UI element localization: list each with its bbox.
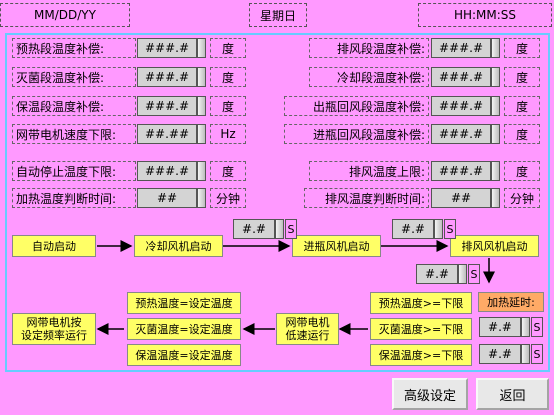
steril-ge-box: 灭菌温度>=下限 [370, 318, 472, 340]
delay5-unit: S [531, 344, 543, 364]
advanced-settings-button[interactable]: 高级设定 [392, 378, 468, 410]
param-value-8[interactable]: ###.# [431, 96, 491, 116]
keep-ge-box: 保温温度>=下限 [370, 344, 472, 366]
param-value-4[interactable]: ###.# [137, 161, 197, 181]
param-unit-7: 度 [504, 67, 540, 87]
param-unit-4: 度 [210, 161, 246, 181]
param-label-10: 排风温度上限: [309, 161, 429, 181]
keep-eq-box: 保温温度=设定温度 [127, 344, 241, 366]
main-panel [5, 33, 550, 372]
auto-start-box: 自动启动 [12, 235, 96, 257]
param-unit-11: 分钟 [504, 188, 540, 208]
param-knob-5[interactable] [197, 188, 206, 208]
param-label-2: 保温段温度补偿: [12, 96, 136, 116]
param-unit-6: 度 [504, 38, 540, 58]
param-label-8: 出瓶回风段温度补偿: [284, 96, 429, 116]
param-label-5: 加热温度判断时间: [12, 188, 136, 208]
delay5-knob[interactable] [521, 344, 530, 364]
param-label-7: 冷却段温度补偿: [309, 67, 429, 87]
param-knob-6[interactable] [491, 38, 500, 58]
param-knob-4[interactable] [197, 161, 206, 181]
exhaust-fan-box: 排风风机启动 [450, 235, 539, 257]
delay1-unit: S [285, 219, 297, 239]
param-value-6[interactable]: ###.# [431, 38, 491, 58]
param-value-1[interactable]: ###.# [137, 67, 197, 87]
param-label-11: 排风温度判断时间: [304, 188, 429, 208]
delay4-knob[interactable] [521, 317, 530, 337]
belt-set-box: 网带电机按 设定频率运行 [12, 313, 96, 345]
delay2-knob[interactable] [434, 219, 443, 239]
param-label-9: 进瓶回风段温度补偿: [284, 124, 429, 144]
param-knob-2[interactable] [197, 96, 206, 116]
preheat-ge-box: 预热温度>=下限 [370, 292, 472, 314]
delay3-knob[interactable] [458, 264, 467, 284]
delay2-value[interactable]: #.# [392, 219, 434, 239]
weekday-display: 星期日 [249, 3, 307, 27]
delay1-value[interactable]: #.# [233, 219, 275, 239]
param-unit-1: 度 [210, 67, 246, 87]
delay1-knob[interactable] [275, 219, 284, 239]
time-display: HH:MM:SS [418, 3, 552, 27]
param-knob-7[interactable] [491, 67, 500, 87]
param-knob-0[interactable] [197, 38, 206, 58]
param-knob-11[interactable] [491, 188, 500, 208]
delay5-value[interactable]: #.# [479, 344, 521, 364]
param-label-3: 网带电机速度下限: [12, 124, 136, 144]
back-button[interactable]: 返回 [476, 378, 549, 410]
delay4-value[interactable]: #.# [479, 317, 521, 337]
delay4-unit: S [531, 317, 543, 337]
param-knob-8[interactable] [491, 96, 500, 116]
param-value-0[interactable]: ###.# [137, 38, 197, 58]
delay3-value[interactable]: #.# [416, 264, 458, 284]
param-unit-0: 度 [210, 38, 246, 58]
belt-low-box: 网带电机 低速运行 [276, 313, 339, 345]
delay2-unit: S [444, 219, 456, 239]
param-value-7[interactable]: ###.# [431, 67, 491, 87]
param-knob-10[interactable] [491, 161, 500, 181]
param-unit-2: 度 [210, 96, 246, 116]
param-value-2[interactable]: ###.# [137, 96, 197, 116]
param-label-4: 自动停止温度下限: [12, 161, 136, 181]
param-value-5[interactable]: ## [137, 188, 197, 208]
param-value-9[interactable]: ###.# [431, 124, 491, 144]
param-unit-3: Hz [210, 124, 246, 144]
param-knob-9[interactable] [491, 124, 500, 144]
param-value-11[interactable]: ## [431, 188, 491, 208]
heat-delay-label: 加热延时: [478, 292, 544, 312]
in-fan-box: 进瓶风机启动 [292, 235, 381, 257]
param-unit-10: 度 [504, 161, 540, 181]
param-label-0: 预热段温度补偿: [12, 38, 136, 58]
steril-eq-box: 灭菌温度=设定温度 [127, 318, 241, 340]
cool-fan-box: 冷却风机启动 [134, 235, 223, 257]
delay3-unit: S [468, 264, 480, 284]
param-value-3[interactable]: ##.## [137, 124, 197, 144]
param-knob-3[interactable] [197, 124, 206, 144]
param-label-6: 排风段温度补偿: [309, 38, 429, 58]
param-value-10[interactable]: ###.# [431, 161, 491, 181]
preheat-eq-box: 预热温度=设定温度 [127, 292, 241, 314]
param-unit-8: 度 [504, 96, 540, 116]
date-display: MM/DD/YY [0, 3, 130, 27]
param-label-1: 灭菌段温度补偿: [12, 67, 136, 87]
param-knob-1[interactable] [197, 67, 206, 87]
param-unit-5: 分钟 [210, 188, 246, 208]
param-unit-9: 度 [504, 124, 540, 144]
